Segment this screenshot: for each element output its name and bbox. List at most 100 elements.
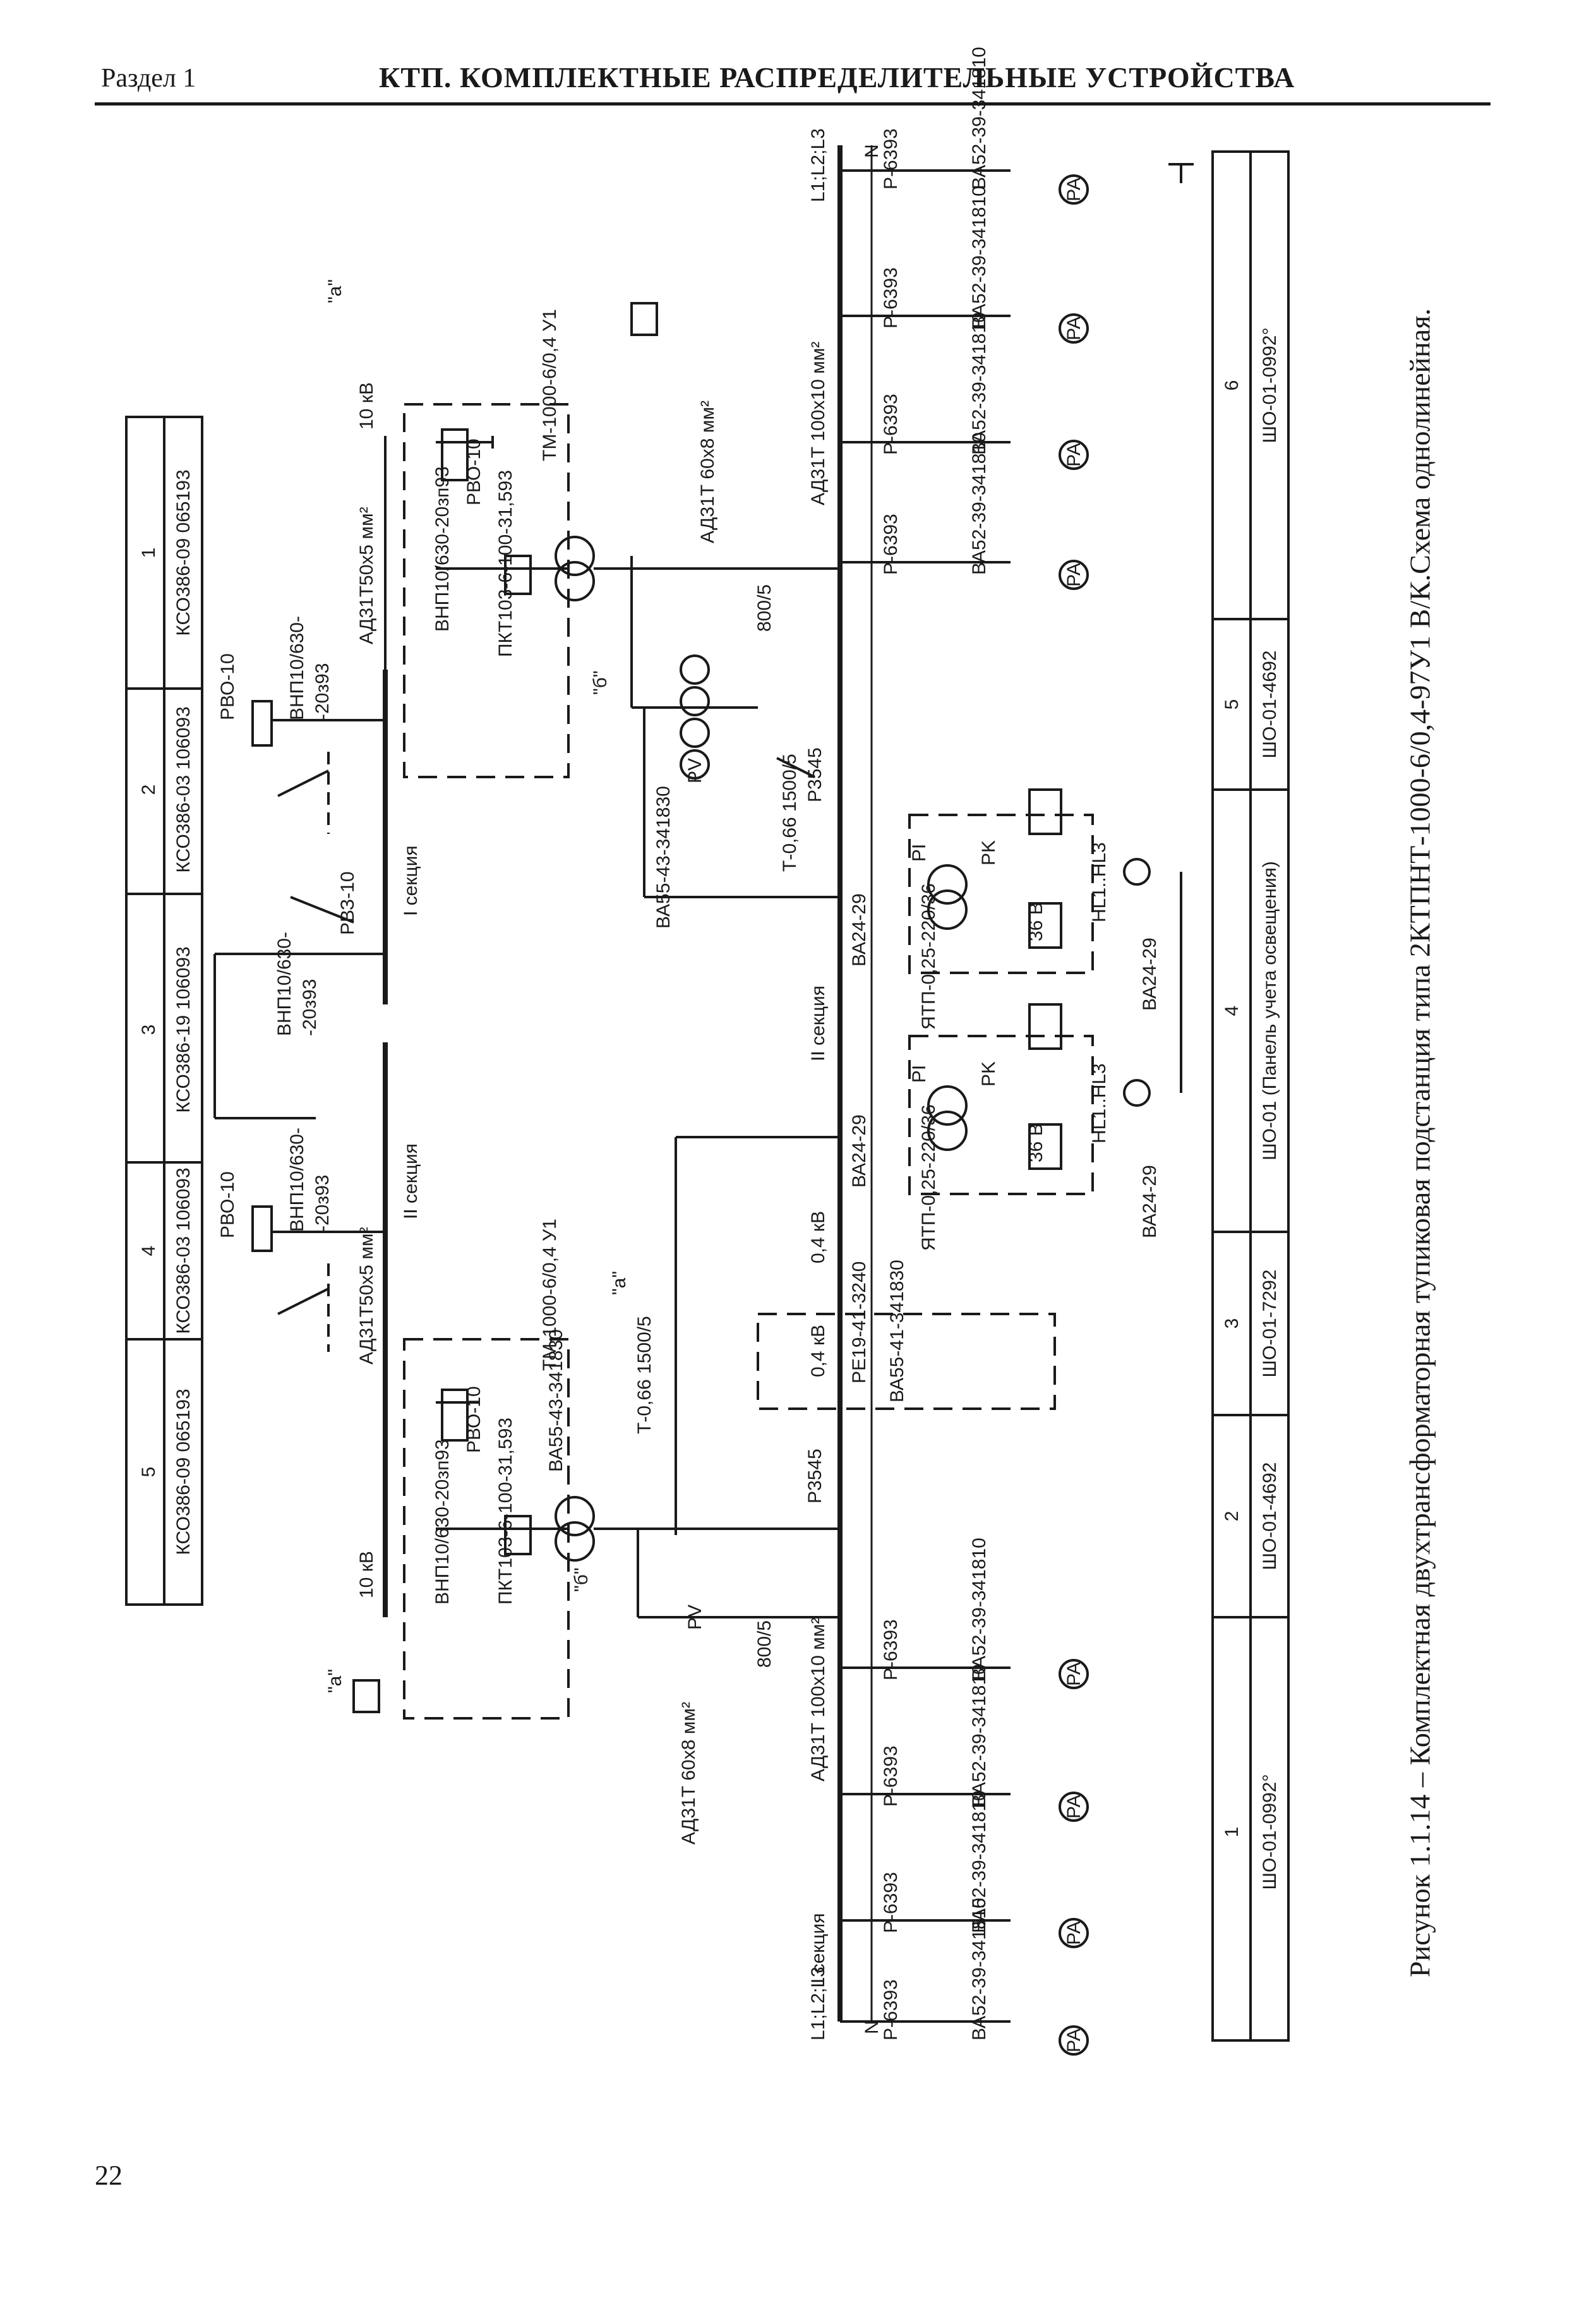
hv-interlock-a-mid: "а" [609, 1271, 630, 1295]
lv-36v-1: 36 В [1026, 902, 1047, 941]
lv-feeder-switch-l1: Р-6393 [880, 1619, 901, 1680]
lv-feeder-breaker-r4: ВА52-39-341810 [969, 432, 990, 575]
hv-table-name-5: КСО386-09 065193 [173, 1389, 194, 1555]
hv-table-num-5: 5 [138, 1467, 159, 1478]
lv-feeder-switch-l3: Р-6393 [880, 1872, 901, 1933]
lv-table-num-3: 3 [1221, 1318, 1242, 1329]
hv-table-num-3: 3 [138, 1025, 159, 1035]
lv-ct-800-right: 800/5 [754, 584, 775, 632]
hv-table-name-2: КСО386-03 106093 [173, 706, 194, 872]
lv-feeder-breaker-r3: ВА52-39-341810 [969, 312, 990, 455]
header-divider [95, 102, 1491, 105]
lv-feeder-breaker-l1: ВА52-39-341810 [969, 1538, 990, 1680]
lv-feeder-switch-r1: Р-6393 [880, 128, 901, 190]
hv-cell-2 [251, 700, 385, 834]
lv-section-2-label: II секция [808, 985, 829, 1061]
lv-ba24-2: ВА24-29 [849, 1114, 870, 1188]
lv-voltage-label-2: 0,4 кВ [808, 1325, 829, 1377]
lv-meter-pa-r1: PA [1064, 178, 1084, 202]
lv-lighting-tr-1: ЯТП-0,25-220/36 [918, 883, 939, 1030]
hv-panel-table [125, 416, 203, 1606]
lv-feeders-left [840, 1659, 1089, 2056]
lv-feeder-switch-l2: Р-6393 [880, 1745, 901, 1807]
lv-breaker-main-right: ВА55-43-341830 [653, 786, 674, 929]
hv-cell-4 [251, 1205, 385, 1352]
lv-bus-tr-left: АД31Т 60х8 мм² [678, 1702, 699, 1845]
lv-meter-pa-r3: PA [1064, 443, 1084, 467]
hv-cell-3 [213, 896, 385, 1119]
lv-feeder-breaker-l2: ВА52-39-341810 [969, 1664, 990, 1807]
lv-ct-1500-left: Т-0,66 1500/5 [634, 1316, 655, 1434]
lv-table-name-6: ШО-01-0992° [1259, 328, 1280, 443]
hv-table-name-3: КСО386-19 106093 [173, 946, 194, 1112]
lv-feeder-switch-r4: Р-6393 [880, 514, 901, 575]
hv-pkt-left: ПКТ103-6-100-31,593 [495, 1418, 516, 1605]
lv-incomer-left [637, 1136, 1056, 1618]
hv-section-2-label: II секция [400, 1143, 421, 1219]
hv-vnp-short2-cell2: -20з93 [312, 663, 333, 720]
lv-meter-pa-l4: PA [1064, 2028, 1084, 2052]
lv-meter-pa-l3: PA [1064, 1921, 1084, 1945]
hv-vnp-left: ВНП10/630-20зп93 [432, 1439, 453, 1605]
lv-bus-tr-right: АД31Т 60х8 мм² [697, 401, 718, 543]
lv-table-name-1: ШО-01-0992° [1259, 1775, 1280, 1890]
hv-section-1-label: I секция [400, 845, 421, 916]
hv-rvo-cell4: РВО-10 [217, 1171, 238, 1238]
hv-voltage-label-left: 10 кВ [356, 1551, 377, 1598]
lv-feeder-breaker-l3: ВА52-39-341810 [969, 1790, 990, 1933]
lv-table-name-5: ШО-01-4692 [1259, 651, 1280, 759]
hv-interlock-b-top: "б" [590, 671, 611, 695]
lv-breaker-main-left: ВА55-43-341830 [546, 1329, 567, 1472]
lv-table-num-5: 5 [1221, 699, 1242, 710]
figure-caption: Рисунок 1.1.14 – Комплектная двухтрансфо… [1403, 308, 1436, 1977]
hv-voltage-label-right: 10 кВ [356, 382, 377, 430]
lv-meter-pa-l2: PA [1064, 1795, 1084, 1819]
hv-table-num-4: 4 [138, 1246, 159, 1256]
lv-p3545-right: Р3545 [805, 747, 825, 802]
lv-section-1-label: I секция [808, 1913, 829, 1984]
lv-phases-right: L1;L2;L3 [808, 128, 829, 202]
hv-vnp-short2-cell3: -20з93 [299, 979, 320, 1036]
hv-rvo-cell5: РВО-10 [464, 1386, 484, 1453]
hv-vnp-right: ВНП10/630-20зп93 [432, 466, 453, 632]
lv-neutral-right: N [861, 144, 882, 158]
lv-meter-pa-l1: PA [1064, 1662, 1084, 1686]
lv-table-num-1: 1 [1221, 1827, 1242, 1838]
hv-interlock-b-left: "б" [571, 1568, 592, 1592]
lv-neutral-left: N [861, 2020, 882, 2034]
lv-meter-pa-r4: PA [1064, 563, 1084, 587]
hv-table-num-2: 2 [138, 785, 159, 795]
lv-table-name-4: ШО-01 (Панель учета освещения) [1259, 861, 1280, 1160]
lighting-panel [908, 788, 1182, 1195]
lv-meter-pi-1: PI [909, 844, 930, 862]
lv-meter-pv-left: PV [685, 1605, 705, 1630]
hv-vnp-short-cell4: ВНП10/630- [287, 1128, 308, 1232]
lv-ba24-4: ВА24-29 [1139, 1165, 1160, 1238]
lv-feeder-breaker-r2: ВА52-39-341810 [969, 186, 990, 328]
lv-feeder-switch-r3: Р-6393 [880, 394, 901, 455]
lv-feeder-switch-r2: Р-6393 [880, 267, 901, 328]
hv-interlock-a-top: "а" [325, 279, 345, 303]
hv-pkt-right: ПКТ103-6-100-31,593 [495, 470, 516, 657]
lv-feeders-right [840, 169, 1089, 590]
lv-bus-main-label-left: АД31Т 100х10 мм² [808, 1618, 829, 1781]
lv-table-num-6: 6 [1221, 380, 1242, 391]
hv-rvz-label: РВЗ-10 [337, 871, 358, 935]
lv-feeder-breaker-r1: ВА52-39-341810 [969, 47, 990, 190]
lv-meter-pk-1: PK [978, 840, 999, 865]
lv-ct-1500-right: Т-0,66 1500/5 [779, 754, 800, 872]
hv-vnp-short-cell2: ВНП10/630- [287, 616, 308, 720]
section-label: Раздел 1 [101, 64, 196, 93]
hv-tm-left: ТМ-1000-6/0,4 У1 [539, 1219, 560, 1371]
lv-meter-pk-2: PK [978, 1061, 999, 1087]
lv-incomer-right [643, 567, 840, 898]
lv-table-num-2: 2 [1221, 1511, 1242, 1522]
lv-p3545-left: Р3545 [805, 1449, 825, 1503]
lv-table-num-4: 4 [1221, 1006, 1242, 1016]
lv-ba24-3: ВА24-29 [1139, 937, 1160, 1011]
hv-bus-label-right: АД31Т50х5 мм² [356, 507, 377, 644]
lv-feeder-switch-l4: Р-6393 [880, 1979, 901, 2040]
lv-ba24-1: ВА24-29 [849, 893, 870, 967]
hv-rvo-cell1: РВО-10 [464, 438, 484, 505]
